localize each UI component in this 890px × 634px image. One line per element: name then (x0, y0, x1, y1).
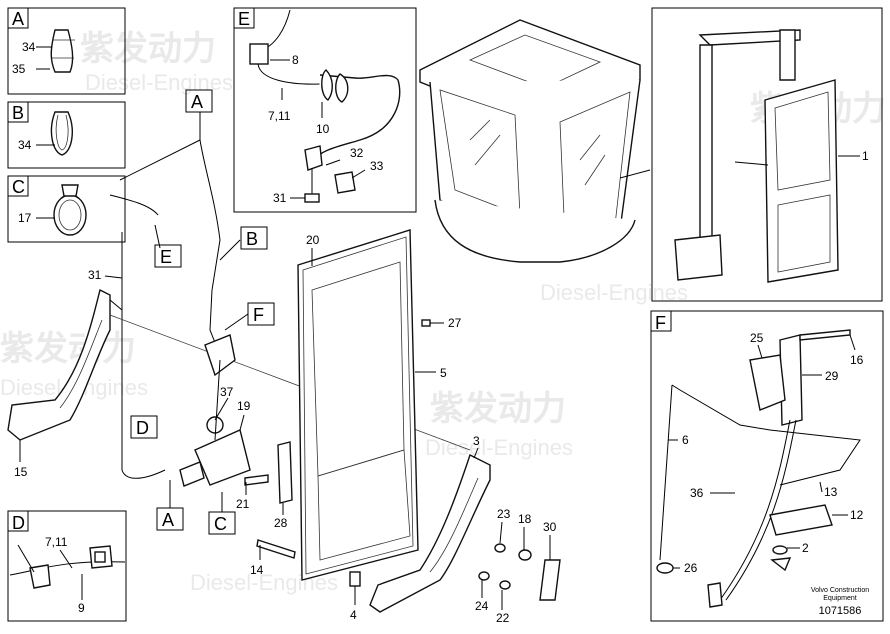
part-label: 2 (802, 541, 809, 555)
part-label: 36 (690, 486, 704, 500)
callout-letter: C (214, 514, 227, 534)
door-frame: 20 5 27 (297, 229, 462, 581)
watermark-text: 紫发动力 (0, 330, 136, 368)
panel-letter: E (238, 9, 250, 29)
part-label: 37 (220, 385, 234, 399)
part-label: 21 (236, 497, 250, 511)
watermark-text: 紫发动力 (80, 30, 216, 68)
callout-letter: F (253, 305, 264, 325)
part-label: 34 (18, 138, 32, 152)
part-label: 4 (350, 608, 357, 622)
part-label: 34 (22, 40, 36, 54)
detail-panel-e: E 8 7,11 10 32 33 31 (233, 7, 417, 213)
part-label: 31 (88, 268, 102, 282)
part-label: 12 (850, 508, 864, 522)
callout-boxes: A B E F D A C (130, 89, 275, 535)
part-label: 7,11 (268, 109, 291, 123)
part-label: 9 (78, 601, 85, 615)
part-label: 19 (237, 399, 251, 413)
callout-letter: A (191, 92, 203, 112)
part-label: 18 (518, 512, 532, 526)
part-label: 26 (684, 561, 698, 575)
part-label: 7,11 (45, 535, 68, 549)
part-label: 30 (543, 520, 557, 534)
panel-letter: D (12, 513, 25, 533)
part-label: 29 (825, 369, 839, 383)
part-label: 20 (306, 233, 320, 247)
watermark-text: Diesel-Engines (425, 435, 573, 460)
watermark: 紫发动力 Diesel-Engines 紫发动力 Diesel-Engines … (0, 30, 886, 595)
document-number: 1071586 (819, 605, 862, 617)
part-label: 17 (18, 211, 32, 225)
detail-panel-a: A 34 35 (7, 7, 126, 95)
callout-letter: B (246, 229, 258, 249)
panel-letter: B (12, 103, 24, 123)
part-label: 24 (475, 599, 489, 613)
hardware-parts: 23 18 30 24 22 (475, 507, 561, 625)
watermark-text: Diesel-Engines (85, 70, 233, 95)
part-label: 35 (12, 62, 26, 76)
detail-panel-b: B 34 (7, 101, 126, 169)
part-label: 28 (274, 516, 288, 530)
part-label: 10 (316, 122, 330, 136)
detail-panel-c: C 17 (7, 175, 126, 243)
part-label: 22 (496, 611, 510, 625)
part-label: 5 (440, 366, 447, 380)
brand-text: Equipment (823, 595, 857, 602)
left-trim-panel: 15 31 (7, 268, 123, 479)
door-frame-panel: 1 (651, 7, 883, 302)
lock-mechanism: 37 19 21 28 14 4 (179, 334, 361, 622)
panel-letter: C (12, 177, 25, 197)
detail-panel-f: F 25 16 29 6 36 13 12 2 26 Volvo Constru… (650, 310, 884, 622)
callout-letter: D (136, 418, 149, 438)
part-label: 13 (824, 485, 838, 499)
part-label: 31 (273, 191, 287, 205)
part-label: 16 (850, 353, 864, 367)
right-trim-panel: 3 (369, 434, 491, 613)
part-label: 23 (497, 507, 511, 521)
panel-letter: F (655, 313, 666, 333)
part-label: 1 (862, 149, 869, 163)
part-label: 27 (448, 316, 462, 330)
callout-letter: A (162, 510, 174, 530)
panel-letter: A (12, 9, 24, 29)
part-label: 8 (292, 53, 299, 67)
cab-illustration (419, 19, 651, 263)
part-label: 6 (682, 433, 689, 447)
brand-text: Volvo Construction (811, 587, 869, 594)
wire-harness (104, 112, 241, 479)
part-label: 3 (473, 434, 480, 448)
leader-line (109, 314, 471, 451)
watermark-text: 紫发动力 (430, 390, 566, 428)
part-label: 15 (14, 465, 28, 479)
part-label: 25 (750, 331, 764, 345)
part-label: 32 (350, 146, 364, 160)
callout-letter: E (160, 247, 172, 267)
part-label: 14 (250, 563, 264, 577)
detail-panel-d: D 7,11 9 (7, 510, 127, 622)
part-label: 33 (370, 159, 384, 173)
